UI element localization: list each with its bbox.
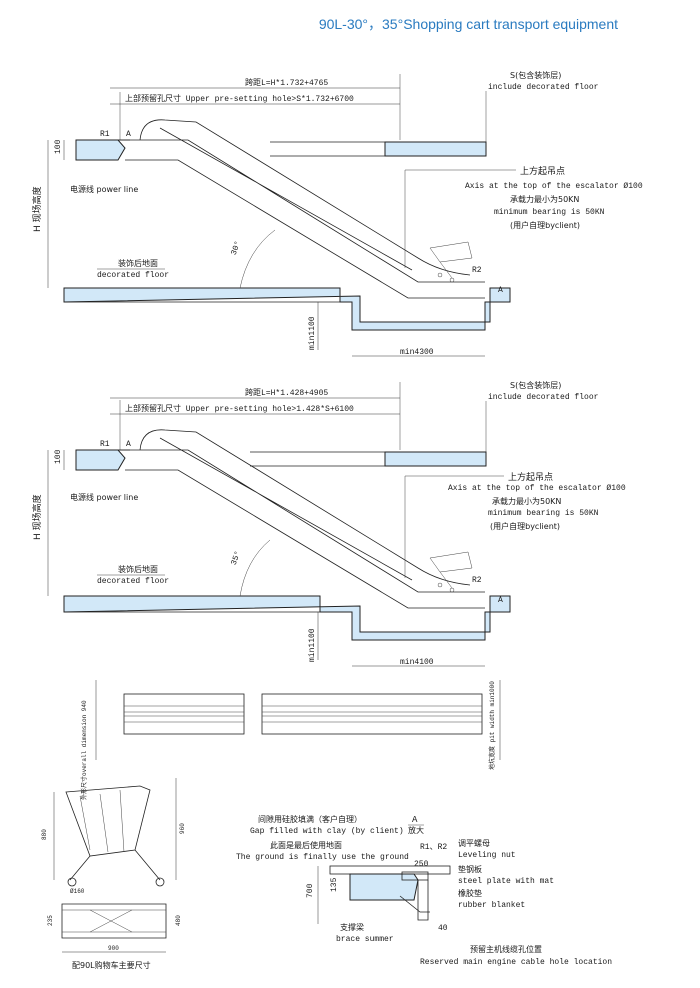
plate-en: steel plate with mat (458, 877, 554, 886)
cart-d160: Ø160 (70, 888, 85, 895)
lift-point-cn: 上方起吊点 (508, 471, 553, 483)
floor-cn: 装饰后地面 (118, 258, 158, 268)
cart-icon (429, 551, 473, 593)
min-length: min4300 (400, 348, 434, 357)
s-label-en: include decorated floor (488, 83, 599, 92)
floor-en: decorated floor (97, 577, 169, 586)
s-label-en: include decorated floor (488, 393, 599, 402)
escalator-truss-30 (118, 119, 485, 299)
bearing-cn: 承载力最小为50KN (510, 194, 579, 204)
a-bottom-label: A (498, 596, 503, 605)
r2-label: R2 (472, 266, 482, 275)
lift-point-cn: 上方起吊点 (520, 165, 565, 177)
gap-en: Gap filled with clay (by client) (250, 827, 404, 836)
cart-w900: 900 (108, 945, 119, 952)
min1100: min1100 (308, 628, 317, 662)
brace-en: brace summer (336, 935, 394, 944)
angle-30: 30° (230, 240, 243, 257)
r1-label: R1 (100, 130, 110, 139)
blanket-cn: 橡胶垫 (458, 888, 482, 898)
nut-en: Leveling nut (458, 851, 516, 860)
upper-slab-right-35 (384, 451, 487, 467)
upper-pit-30 (75, 139, 126, 161)
height-label: H 现场高度 (31, 186, 43, 232)
upper-pit-35 (75, 449, 126, 471)
s-label-cn: S(包含装饰层) (510, 380, 561, 390)
detail-pit (349, 873, 419, 901)
a-bottom-label: A (498, 286, 503, 295)
gap-cn: 间隙用硅胶填满（客户自理） (258, 814, 362, 824)
r1r2-label: R1、R2 (420, 843, 447, 852)
cable-cn: 预留主机线缆孔位置 (470, 944, 542, 954)
cart-top-view: 235 480 900 配90L购物车主要尺寸 (47, 903, 182, 970)
cart-caption: 配90L购物车主要尺寸 (72, 960, 151, 970)
floor-cn: 装饰后地面 (118, 564, 158, 574)
cart-side-view: 880 960 Ø160 (41, 778, 186, 895)
bearing-cn: 承载力最小为50KN (492, 496, 561, 506)
dim-250: 250 (414, 860, 429, 869)
blanket-en: rubber blanket (458, 901, 525, 910)
bearing-en: minimum bearing is 50KN (488, 509, 599, 518)
ground-en: The ground is finally use the ground (236, 853, 409, 862)
diagram-30: 跨距L=H*1.732+4765 上部预留孔尺寸 Upper pre-setti… (31, 70, 643, 357)
dim-700: 700 (306, 883, 315, 898)
dim-100: 100 (54, 139, 63, 154)
escalator-truss-35 (118, 429, 485, 609)
pit-width: 地坑宽度 pit width min1000 (488, 681, 496, 770)
upper-slab-right-30 (384, 141, 487, 157)
a-top-label: A (126, 130, 131, 139)
upper-hole-formula: 上部预留孔尺寸 Upper pre-setting hole>1.428*S+6… (125, 403, 354, 414)
cart-d480: 480 (175, 915, 182, 926)
plan-view: 外形尺寸overall dimension 940 地坑宽度 pit width… (80, 680, 501, 800)
bearing-en: minimum bearing is 50KN (494, 208, 605, 217)
ground-cn: 此面是最后使用地面 (270, 840, 342, 850)
nut-cn: 调平螺母 (458, 838, 490, 848)
r1-label: R1 (100, 440, 110, 449)
span-formula: 跨距L=H*1.732+4765 (245, 78, 328, 88)
cable-en: Reserved main engine cable hole location (420, 958, 612, 967)
power-line: 电源线 power line (70, 184, 138, 194)
cart-icon (429, 241, 473, 283)
page-title: 90L-30°，35°Shopping cart transport equip… (318, 16, 618, 32)
axis-text: Axis at the top of the escalator Ø100 (465, 182, 643, 191)
axis-text: Axis at the top of the escalator Ø100 (448, 484, 626, 493)
detail-a: 间隙用硅胶填满（客户自理） Gap filled with clay (by c… (236, 814, 612, 967)
lower-pit-35 (63, 595, 511, 641)
plate-cn: 垫钢板 (458, 864, 482, 874)
floor-en: decorated floor (97, 271, 169, 280)
overall-dimension: 外形尺寸overall dimension 940 (80, 700, 88, 800)
detail-a-title: A (412, 815, 418, 825)
dim-40: 40 (438, 924, 448, 933)
client-note: (用户自理byclient) (510, 220, 580, 230)
brace-cn: 支撑梁 (340, 922, 364, 932)
detail-a-scale: 放大 (408, 825, 424, 835)
client-note: (用户自理byclient) (490, 521, 560, 531)
lower-pit-30 (63, 287, 511, 331)
dim-135: 135 (330, 877, 339, 892)
r2-label: R2 (472, 576, 482, 585)
min1100: min1100 (308, 316, 317, 350)
cart-h880: 880 (41, 829, 48, 840)
diagram-35: 跨距L=H*1.428+4905 上部预留孔尺寸 Upper pre-setti… (31, 380, 626, 667)
power-line: 电源线 power line (70, 492, 138, 502)
min-length: min4100 (400, 658, 434, 667)
height-label: H 现场高度 (31, 494, 43, 540)
cart-h960: 960 (179, 823, 186, 834)
a-top-label: A (126, 440, 131, 449)
span-formula: 跨距L=H*1.428+4905 (245, 388, 328, 398)
dim-100: 100 (54, 449, 63, 464)
cart-d235: 235 (47, 915, 54, 926)
angle-35: 35° (230, 550, 243, 567)
upper-hole-formula: 上部预留孔尺寸 Upper pre-setting hole>S*1.732+6… (125, 93, 354, 104)
s-label-cn: S(包含装饰层) (510, 70, 561, 80)
